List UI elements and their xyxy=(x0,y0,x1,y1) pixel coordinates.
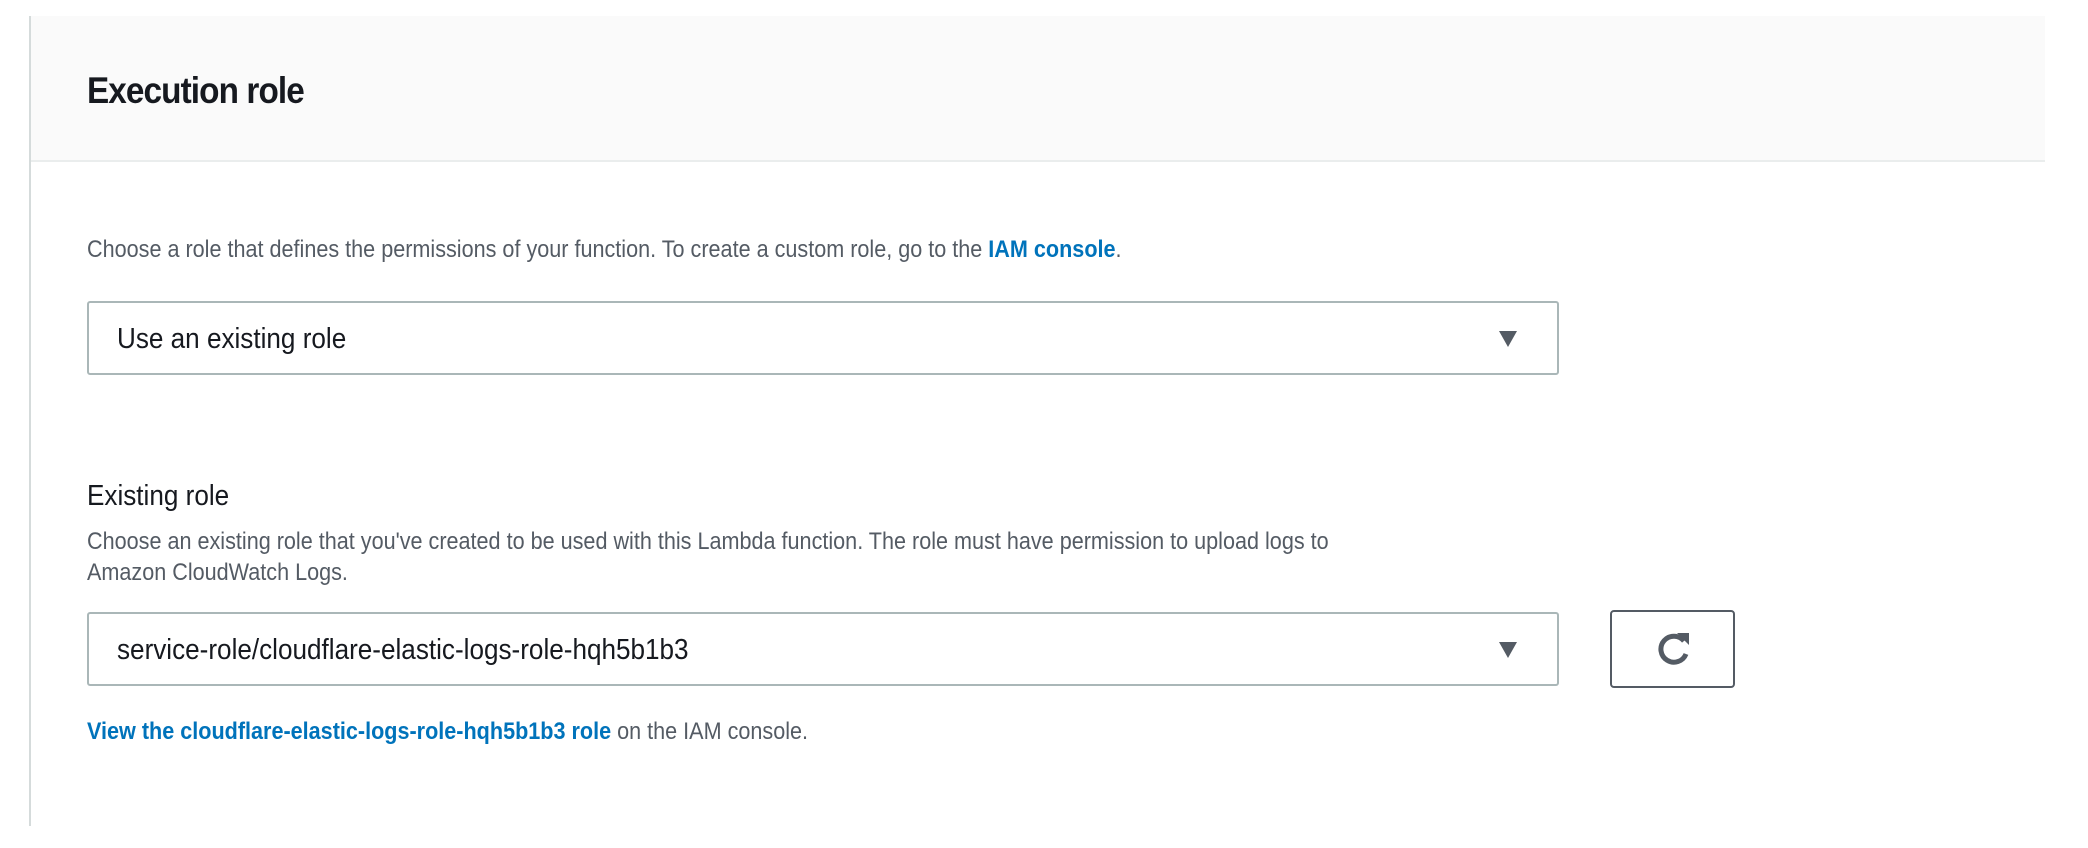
existing-role-select[interactable]: service-role/cloudflare-elastic-logs-rol… xyxy=(87,612,1559,686)
refresh-roles-button[interactable] xyxy=(1610,610,1735,688)
role-type-value: Use an existing role xyxy=(117,323,347,355)
role-description-text: Choose a role that defines the permissio… xyxy=(87,236,989,263)
role-type-select[interactable]: Use an existing role xyxy=(87,301,1559,375)
panel-title: Execution role xyxy=(87,70,305,111)
refresh-icon xyxy=(1657,633,1689,665)
existing-role-description-line2: Amazon CloudWatch Logs. xyxy=(87,559,348,586)
view-role-suffix: on the IAM console. xyxy=(611,718,809,745)
view-role-link[interactable]: View the cloudflare-elastic-logs-role-hq… xyxy=(87,718,612,745)
role-description: Choose a role that defines the permissio… xyxy=(87,236,1122,264)
existing-role-value: service-role/cloudflare-elastic-logs-rol… xyxy=(117,634,689,666)
caret-down-icon xyxy=(1499,331,1517,347)
execution-role-panel: Execution role Choose a role that define… xyxy=(29,16,2045,826)
role-description-period: . xyxy=(1115,236,1122,263)
caret-down-icon xyxy=(1499,642,1517,658)
existing-role-description-line1: Choose an existing role that you've crea… xyxy=(87,528,1329,555)
iam-console-link[interactable]: IAM console xyxy=(988,236,1116,263)
panel-header: Execution role xyxy=(31,16,2045,162)
view-role-line: View the cloudflare-elastic-logs-role-hq… xyxy=(87,718,808,746)
existing-role-label: Existing role xyxy=(87,480,230,512)
